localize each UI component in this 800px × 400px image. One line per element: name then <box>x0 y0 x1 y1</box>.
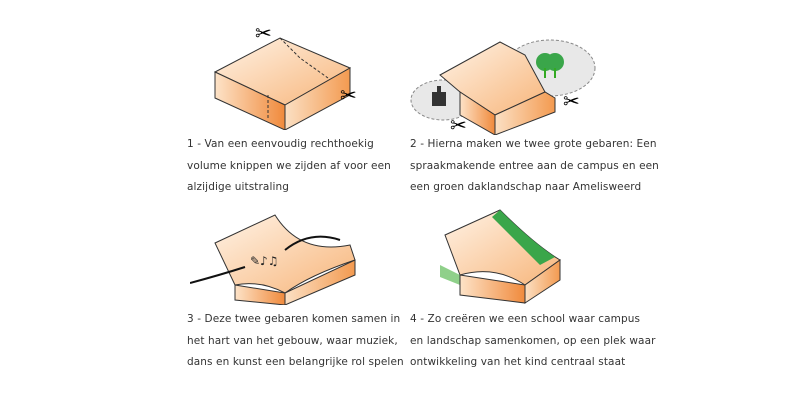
step-3-caption: 3 - Deze twee gebaren komen samen in het… <box>187 309 404 374</box>
step-1-illustration: ✂ ✂ <box>213 21 357 130</box>
scissors-icon: ✂ <box>563 89 580 113</box>
caption-line: 4 - Zo creëren we een school waar campus <box>410 313 641 325</box>
caption-line: alzijdige uitstraling <box>187 181 290 193</box>
caption-line: 2 - Hierna maken we twee grote gebaren: … <box>410 138 657 150</box>
step-2-illustration: ✂ ✂ <box>410 39 596 135</box>
caption-line: 3 - Deze twee gebaren komen samen in <box>187 313 401 325</box>
caption-line: volume knippen we zijden af voor een <box>187 159 391 172</box>
caption-line: een groen daklandschap naar Amelisweerd <box>410 181 642 193</box>
school-building-icon <box>432 86 446 106</box>
step-3-illustration: ✎♪♫ <box>190 214 356 305</box>
caption-line: ontwikkeling van het kind centraal staat <box>410 356 626 368</box>
caption-line: spraakmakende entree aan de campus en ee… <box>410 159 659 172</box>
tree-icon <box>536 53 564 78</box>
scissors-icon: ✂ <box>255 21 272 45</box>
step-4-illustration <box>440 209 561 304</box>
caption-line: 1 - Van een eenvoudig rechthoekig <box>187 138 374 150</box>
caption-line: dans en kunst een belangrijke rol spelen <box>187 356 404 368</box>
step-1-caption: 1 - Van een eenvoudig rechthoekig volume… <box>187 134 391 199</box>
caption-line: het hart van het gebouw, waar muziek, <box>187 334 398 347</box>
caption-line: en landschap samenkomen, op een plek waa… <box>410 334 656 347</box>
step-2-caption: 2 - Hierna maken we twee grote gebaren: … <box>410 134 659 199</box>
music-icons: ✎♪♫ <box>250 254 278 268</box>
step-4-caption: 4 - Zo creëren we een school waar campus… <box>410 309 656 374</box>
scissors-icon: ✂ <box>450 113 467 135</box>
scissors-icon: ✂ <box>340 83 357 107</box>
